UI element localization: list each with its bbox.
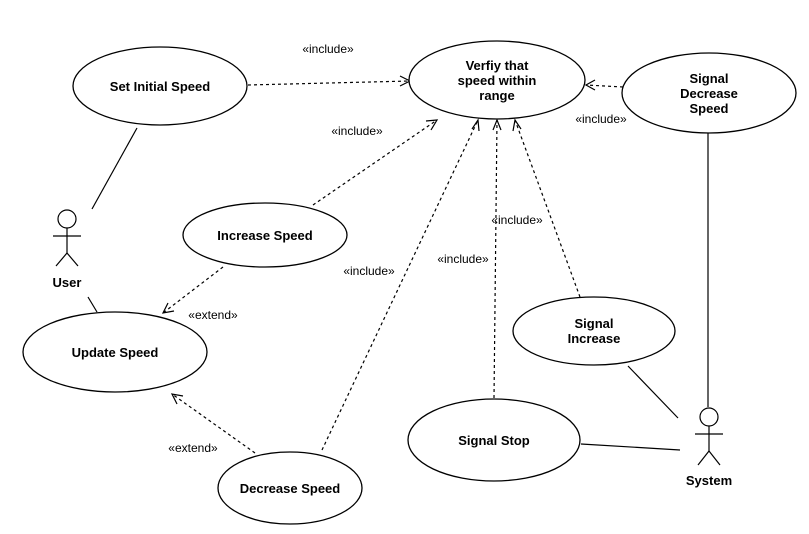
use-case-label: Decrease Speed — [240, 481, 341, 496]
include-signal-stop-arrowhead — [492, 118, 502, 131]
extend-decrease-arrowhead — [170, 393, 184, 405]
use-case-signal-stop: Signal Stop — [407, 398, 581, 482]
include-increase-arrowhead — [425, 119, 439, 131]
use-case-label-line-1: Signal — [574, 316, 613, 331]
extend-label-decrease: «extend» — [168, 441, 218, 455]
include-label-signal-decrease: «include» — [575, 112, 627, 126]
extend-increase-arrowhead — [161, 302, 175, 314]
use-case-label-line-3: range — [479, 88, 514, 103]
actor-user: User — [53, 209, 82, 290]
use-case-label: Increase Speed — [217, 228, 312, 243]
use-case-decrease-speed: Decrease Speed — [217, 451, 363, 525]
use-case-update-speed: Update Speed — [22, 311, 208, 393]
actor-system: System — [686, 407, 732, 488]
use-case-label-line-1: Signal — [689, 71, 728, 86]
include-set-initial-arrow — [247, 80, 411, 86]
use-case-label: Update Speed — [72, 345, 159, 360]
include-decrease-arrow — [321, 119, 479, 451]
use-case-signal-decrease-speed: Signal Decrease Speed — [621, 52, 797, 134]
include-label-signal-stop: «include» — [437, 252, 489, 266]
include-signal-decrease-arrowhead — [584, 79, 596, 91]
use-case-label: Set Initial Speed — [110, 79, 210, 94]
actor-label: System — [686, 473, 732, 488]
use-case-label-line-1: Verfiy that — [466, 58, 530, 73]
include-increase-arrow — [312, 119, 438, 206]
use-case-label-line-2: Increase — [568, 331, 621, 346]
use-case-set-initial-speed: Set Initial Speed — [72, 46, 248, 126]
include-signal-increase-arrowhead — [512, 118, 522, 132]
extend-label-increase: «extend» — [188, 308, 238, 322]
include-label-set-initial: «include» — [302, 42, 354, 56]
include-label-decrease: «include» — [343, 264, 395, 278]
include-decrease-arrowhead — [471, 118, 480, 132]
include-signal-stop-arrow — [493, 119, 498, 399]
use-case-increase-speed: Increase Speed — [182, 202, 348, 268]
stick-figure-icon — [53, 209, 81, 267]
extend-increase-arrow — [162, 266, 224, 314]
use-case-label-line-3: Speed — [689, 101, 728, 116]
use-case-verify-speed: Verfiy that speed within range — [408, 40, 586, 120]
stick-figure-icon — [695, 407, 723, 466]
use-case-signal-increase: Signal Increase — [512, 296, 676, 366]
assoc-system-signal-stop — [580, 443, 681, 451]
assoc-user-set-initial-speed — [91, 127, 138, 210]
include-signal-decrease-arrow — [585, 84, 624, 88]
use-case-label: Signal Stop — [458, 433, 530, 448]
actor-label: User — [53, 275, 82, 290]
use-case-label-line-2: Decrease — [680, 86, 738, 101]
include-signal-increase-arrow — [514, 119, 581, 298]
include-label-signal-increase: «include» — [491, 213, 543, 227]
include-label-increase: «include» — [331, 124, 383, 138]
extend-decrease-arrow — [171, 393, 256, 454]
assoc-system-signal-increase — [627, 365, 679, 419]
assoc-user-update-speed — [87, 296, 98, 313]
use-case-label-line-2: speed within — [458, 73, 537, 88]
